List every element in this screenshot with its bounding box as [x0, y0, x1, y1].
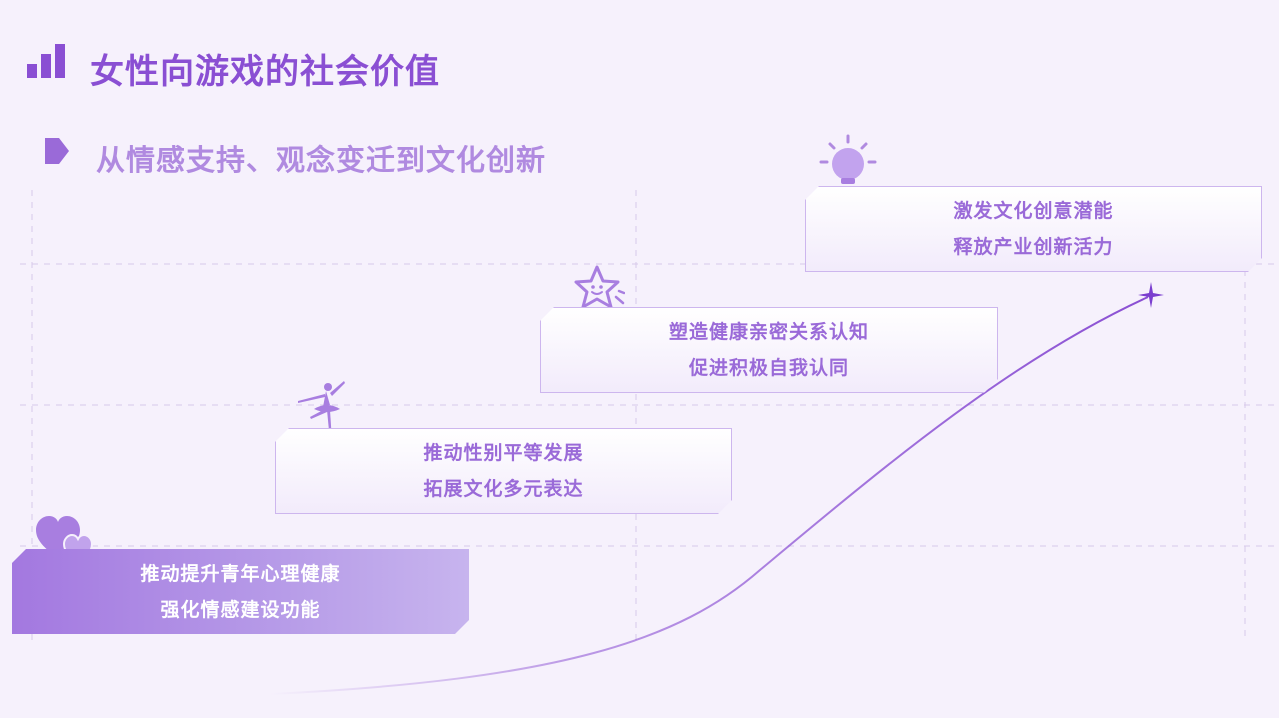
bar-chart-icon: [27, 44, 65, 78]
smiling-star-icon: [574, 265, 625, 309]
page-title: 女性向游戏的社会价值: [90, 52, 440, 92]
step-2-line-2: 拓展文化多元表达: [423, 478, 584, 500]
step-card-3: 塑造健康亲密关系认知 促进积极自我认同: [540, 307, 998, 393]
subtitle: 从情感支持、观念变迁到文化创新: [96, 143, 547, 177]
step-card-2: 推动性别平等发展 拓展文化多元表达: [275, 428, 732, 514]
lightbulb-icon: [819, 134, 877, 192]
step-1-line-2: 强化情感建设功能: [160, 598, 321, 621]
tag-icon: [45, 138, 69, 164]
step-4-line-2: 释放产业创新活力: [953, 236, 1114, 258]
step-4-line-1: 激发文化创意潜能: [953, 200, 1114, 222]
step-card-1: 推动提升青年心理健康 强化情感建设功能: [12, 549, 469, 634]
step-2-line-1: 推动性别平等发展: [423, 442, 584, 464]
step-card-4: 激发文化创意潜能 释放产业创新活力: [805, 186, 1262, 272]
step-1-line-1: 推动提升青年心理健康: [140, 562, 341, 585]
step-3-line-1: 塑造健康亲密关系认知: [668, 321, 869, 343]
sparkle-icon: [1138, 282, 1164, 308]
step-3-line-2: 促进积极自我认同: [688, 357, 849, 379]
